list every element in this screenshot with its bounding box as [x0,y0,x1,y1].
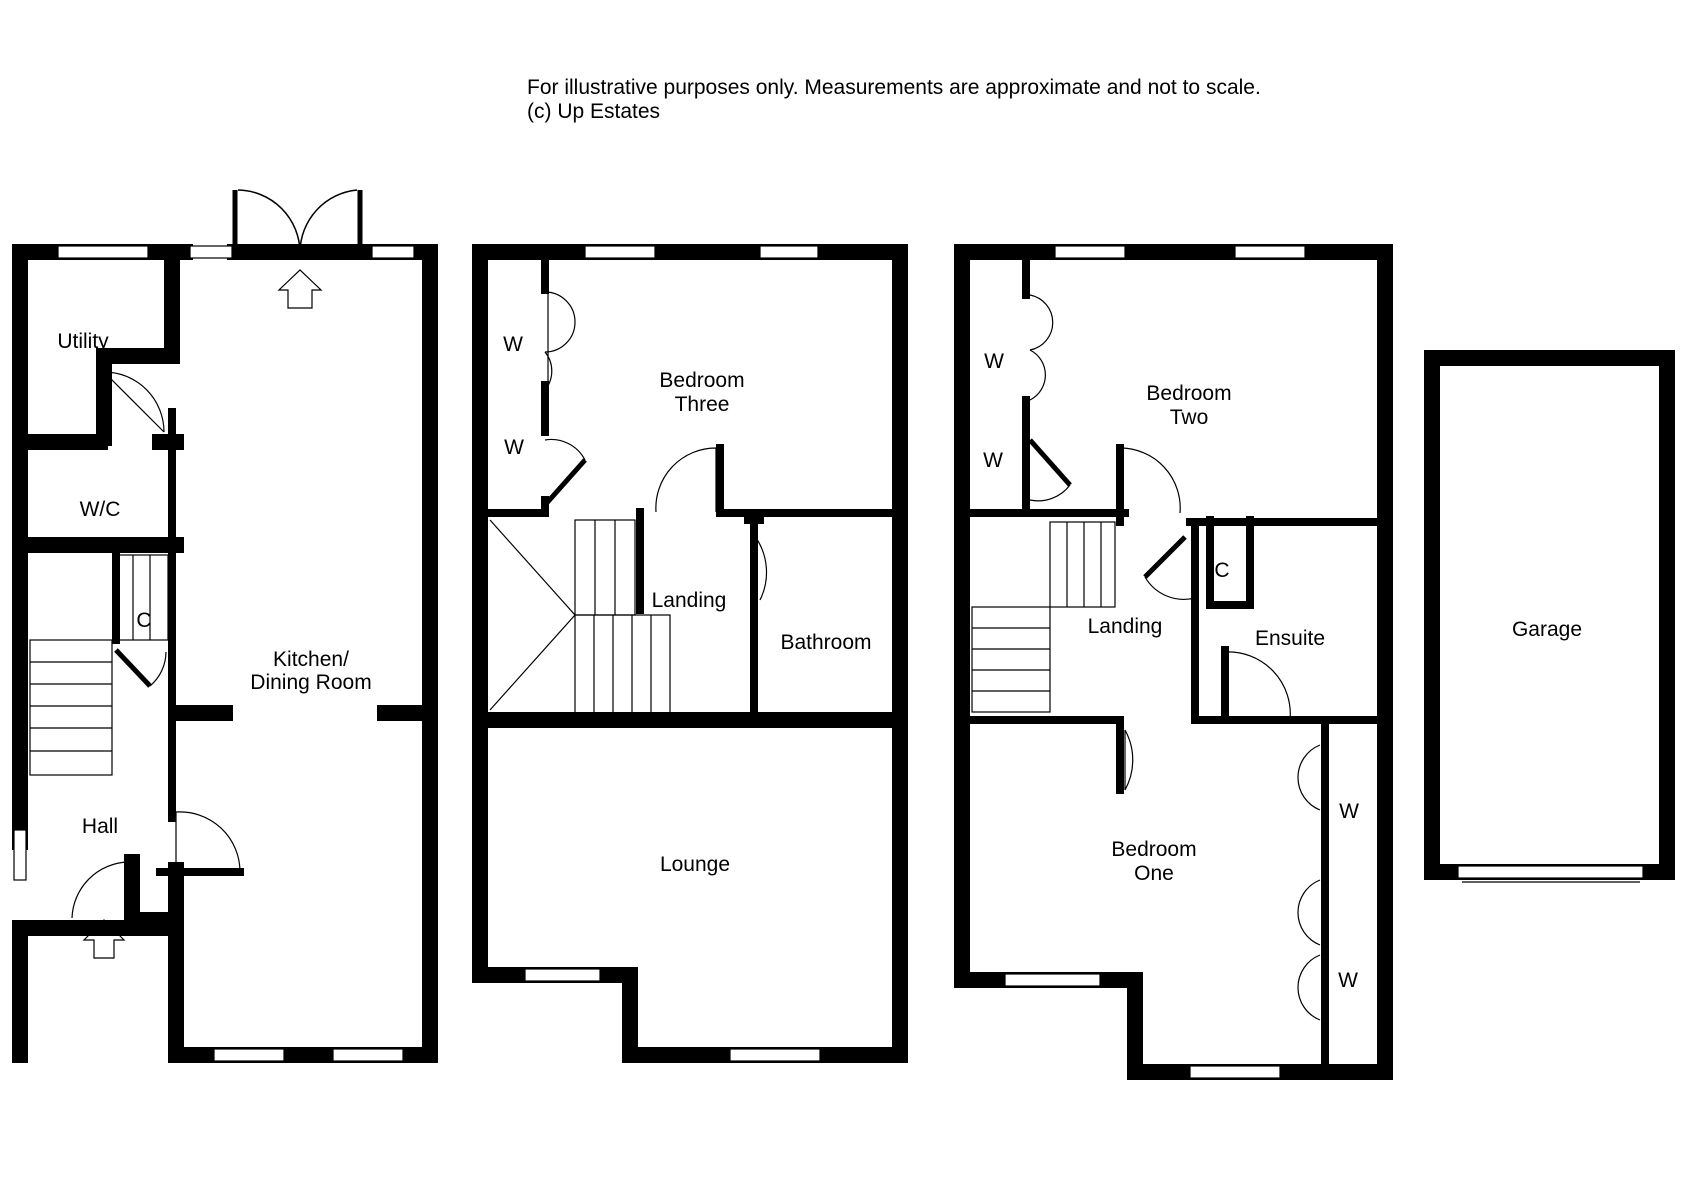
garage-plan [1424,350,1675,883]
ground-floor-stairs [29,554,169,776]
ground-floor-walls [12,244,438,1063]
label-bathroom: Bathroom [780,631,871,654]
garden-entry-arrow-icon [277,269,323,309]
label-bedroom-two-2: Two [1170,406,1209,429]
label-wardrobe-second-top: W [984,350,1004,373]
disclaimer-line-1: For illustrative purposes only. Measurem… [527,76,1261,99]
label-garage: Garage [1512,618,1582,641]
label-wardrobe-first-top: W [503,333,523,356]
disclaimer-line-2: (c) Up Estates [527,100,661,123]
label-bedroom-one-1: Bedroom [1111,838,1196,861]
first-floor-plan [472,244,908,1063]
label-wardrobe-first-bottom: W [504,436,524,459]
disclaimer: For illustrative purposes only. Measurem… [527,76,1261,124]
label-bedroom-three-2: Three [675,393,730,416]
label-lounge: Lounge [660,853,730,876]
front-entry-arrow-icon [82,919,126,959]
first-floor-doors [543,291,768,601]
label-bedroom-two-1: Bedroom [1146,382,1231,405]
label-wc: W/C [80,498,121,521]
label-wardrobe-second-bottom: W [983,449,1003,472]
garage-door [1457,865,1644,879]
label-kitchen-1: Kitchen/ [273,648,349,671]
second-floor-doors [1028,294,1321,1021]
label-cupboard-ground: C [136,609,151,632]
label-landing-second: Landing [1088,615,1163,638]
label-ensuite: Ensuite [1255,627,1325,650]
first-floor-stairs [489,519,671,716]
second-floor-stairs [971,521,1116,713]
ground-floor-doors [71,189,363,959]
label-bedroom-one-2: One [1134,862,1174,885]
label-wardrobe-right-bottom: W [1338,969,1358,992]
second-floor-plan [954,244,1646,1080]
label-cupboard-second: C [1214,559,1229,582]
label-hall: Hall [82,815,118,838]
ground-floor-plan [12,189,438,1063]
ground-floor-internal-walls [12,244,438,928]
label-wardrobe-right-top: W [1339,800,1359,823]
label-utility: Utility [57,330,109,353]
label-landing-first: Landing [652,589,727,612]
room-labels: Utility W/C C Hall Kitchen/ Dining Room … [57,330,1582,992]
ground-floor-windows [13,245,415,1062]
label-bedroom-three-1: Bedroom [659,369,744,392]
label-kitchen-2: Dining Room [250,671,371,694]
first-floor-windows [524,245,821,1062]
